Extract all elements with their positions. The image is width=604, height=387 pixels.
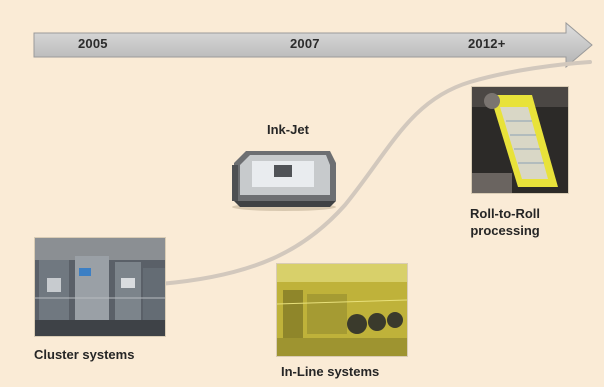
caption-cluster-systems: Cluster systems — [34, 347, 135, 362]
caption-in-line-systems: In-Line systems — [281, 364, 380, 379]
caption-roll-to-roll: Roll-to-Roll processing — [470, 205, 540, 239]
roll-to-roll-photo — [471, 86, 569, 194]
caption-roll-to-roll-line2: processing — [470, 223, 540, 238]
timeline-arrow — [33, 21, 593, 69]
cluster-systems-photo — [34, 237, 166, 337]
progression-curve — [158, 60, 592, 286]
inline-systems-photo — [276, 263, 408, 357]
year-label-2007: 2007 — [290, 36, 320, 51]
year-label-2012-plus: 2012+ — [468, 36, 506, 51]
year-label-2005: 2005 — [78, 36, 108, 51]
inkjet-printer-photo — [226, 143, 340, 213]
caption-roll-to-roll-line1: Roll-to-Roll — [470, 206, 541, 221]
caption-ink-jet: Ink-Jet — [267, 122, 309, 137]
